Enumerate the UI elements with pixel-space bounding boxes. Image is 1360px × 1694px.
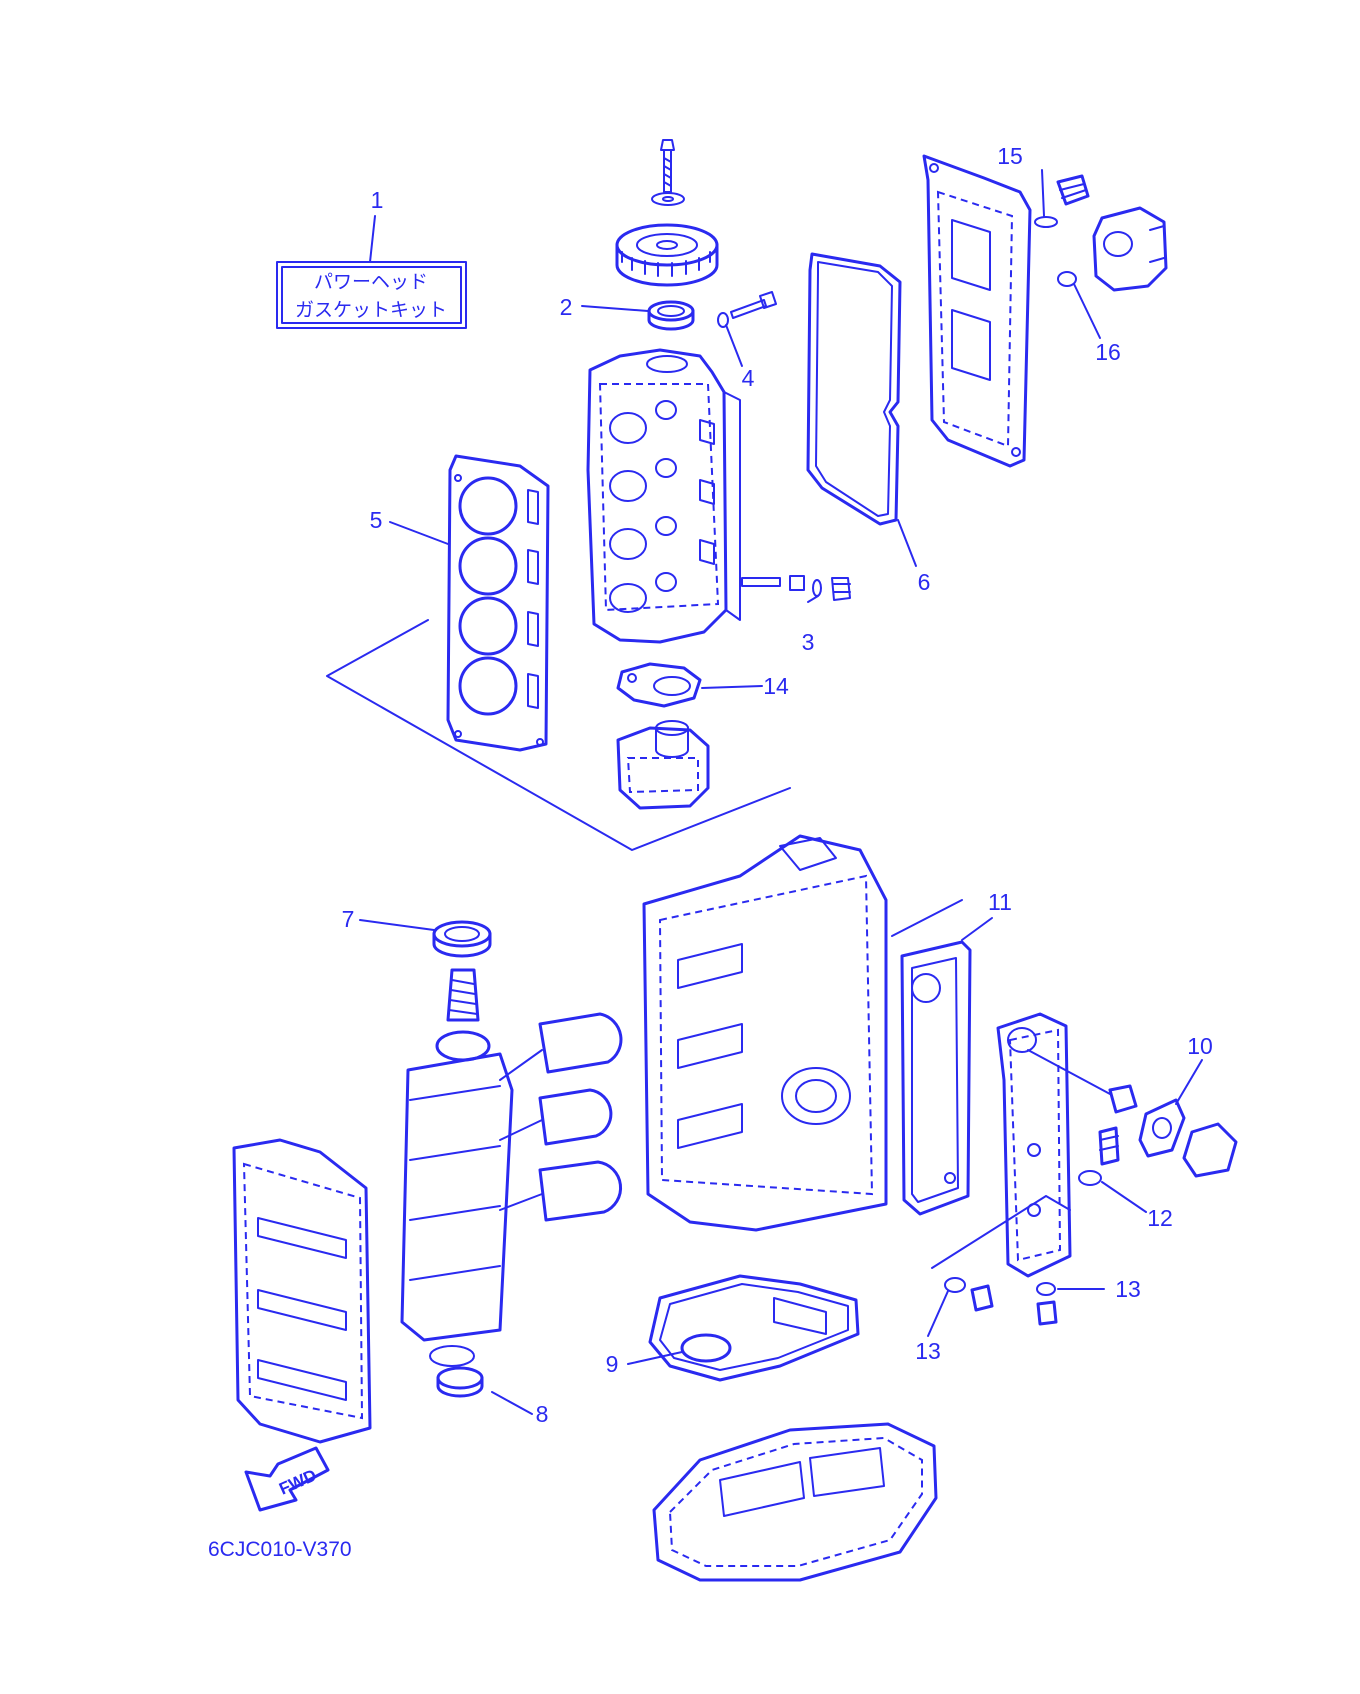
washer-13b <box>1036 1282 1056 1296</box>
fwd-arrow: FWD <box>244 1446 330 1512</box>
cylinder-head <box>586 348 741 644</box>
fuel-pump <box>1092 206 1168 292</box>
callout-6: 6 <box>918 569 931 595</box>
washer-13a <box>944 1277 966 1293</box>
callout-4: 4 <box>742 365 755 391</box>
leader-lines <box>359 169 1203 1415</box>
callout-10: 10 <box>1187 1033 1213 1059</box>
washer-12 <box>1078 1170 1102 1186</box>
callouts: 1 2 3 4 5 6 7 8 9 10 11 12 13 13 14 15 1… <box>342 143 1213 1427</box>
anode-plug <box>1098 1126 1120 1166</box>
thermostat-gasket-14 <box>616 662 702 708</box>
callout-3: 3 <box>802 629 815 655</box>
callout-12: 12 <box>1147 1205 1173 1231</box>
cap-plug <box>1056 174 1090 206</box>
assembly-bracket-lines <box>326 619 963 937</box>
callout-15: 15 <box>997 143 1023 169</box>
exhaust-cover <box>996 1012 1072 1278</box>
callout-16: 16 <box>1095 339 1121 365</box>
bolt-with-washer-4 <box>717 291 777 328</box>
oil-seal-8 <box>436 1366 484 1398</box>
oil-seal-2 <box>647 300 695 331</box>
cover-gasket-10 <box>1138 1098 1186 1158</box>
crankcase-cover <box>232 1138 372 1444</box>
callout-7: 7 <box>342 906 355 932</box>
oil-seal-7 <box>432 920 492 958</box>
callout-1: 1 <box>371 187 384 213</box>
callout-14: 14 <box>763 673 789 699</box>
sensor-and-plug-3 <box>741 575 851 601</box>
cover-gasket-6 <box>806 252 902 526</box>
thermo-sensor <box>1027 1049 1138 1114</box>
diagram-code: 6CJC010-V370 <box>208 1538 352 1561</box>
callout-2: 2 <box>560 294 573 320</box>
kit-label-line1: パワーヘッド <box>314 271 428 293</box>
drain-plug-a <box>970 1284 994 1312</box>
oilpan-gasket-9 <box>648 1274 860 1382</box>
oring-16 <box>1057 271 1077 287</box>
thermostat-cap <box>1182 1122 1238 1178</box>
oil-pan <box>652 1422 938 1582</box>
bracket-13 <box>931 1195 1071 1269</box>
exhaust-gasket-11 <box>900 940 972 1216</box>
rocker-cover <box>922 154 1032 468</box>
crankshaft-assembly <box>400 968 623 1367</box>
drain-plug-b <box>1036 1300 1058 1326</box>
kit-label-line2: ガスケットキット <box>295 299 447 321</box>
cylinder-block <box>642 834 888 1232</box>
callout-13a: 13 <box>1115 1276 1141 1302</box>
oring-15 <box>1034 216 1058 228</box>
callout-9: 9 <box>606 1351 619 1377</box>
callout-5: 5 <box>370 507 383 533</box>
callout-13b: 13 <box>915 1338 941 1364</box>
callout-11: 11 <box>988 889 1012 915</box>
fwd-arrow-label: FWD <box>276 1466 319 1499</box>
thermostat-housing <box>616 720 710 810</box>
cam-pulley-assembly <box>615 139 719 287</box>
callout-8: 8 <box>536 1401 549 1427</box>
kit-label-box: パワーヘッド ガスケットキット <box>276 261 467 329</box>
head-gasket-5 <box>446 454 550 752</box>
